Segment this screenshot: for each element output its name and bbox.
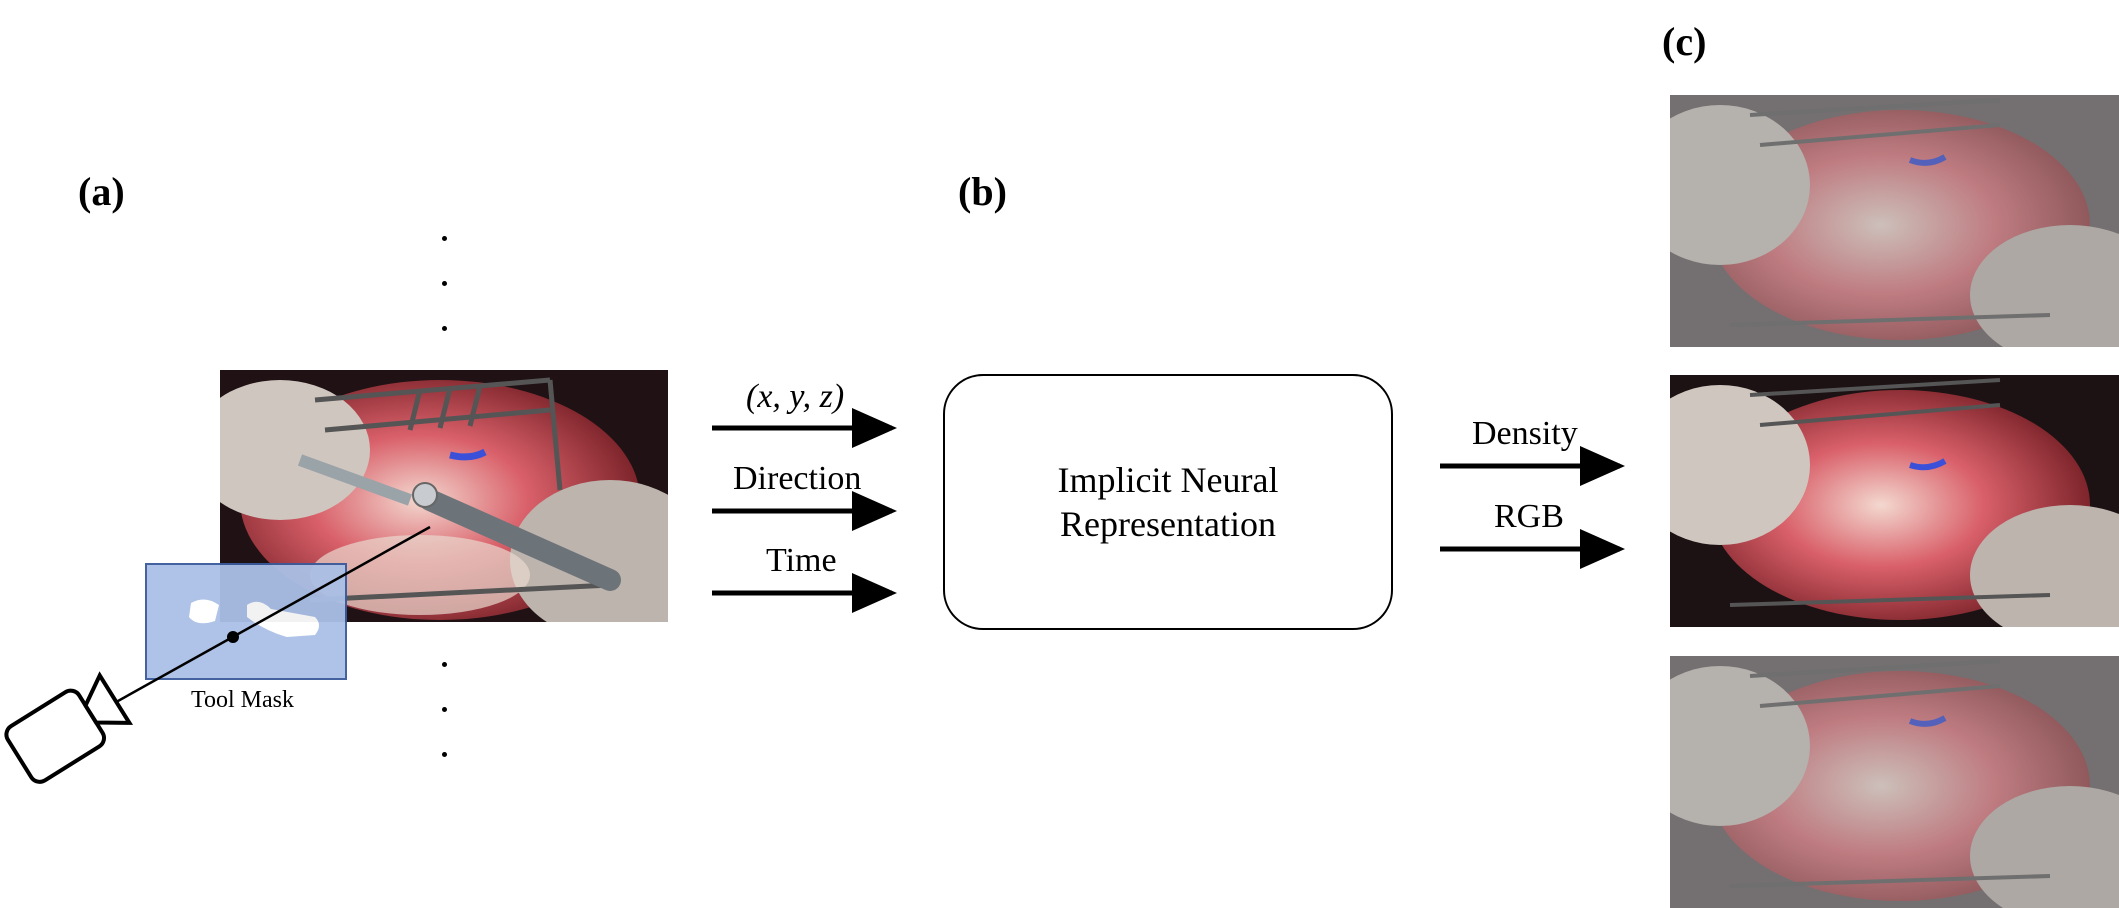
rendered-frame-2 <box>1670 375 2119 627</box>
implicit-neural-representation-box: Implicit Neural Representation <box>943 374 1393 630</box>
panel-label-b: (b) <box>958 169 1007 214</box>
label-xyz: (x, y, z) <box>746 378 845 415</box>
panel-label-c: (c) <box>1662 19 1707 64</box>
rendered-frame-3 <box>1670 656 2119 908</box>
camera-icon <box>4 671 134 784</box>
label-density: Density <box>1472 415 1578 452</box>
label-rgb: RGB <box>1494 498 1564 535</box>
label-time: Time <box>766 542 837 579</box>
tool-mask <box>145 563 347 680</box>
panel-label-a: (a) <box>78 169 125 214</box>
label-direction: Direction <box>733 460 862 497</box>
inr-label-line1: Implicit Neural <box>1057 460 1279 500</box>
tool-mask-label: Tool Mask <box>191 687 294 713</box>
inr-label-line2: Representation <box>1060 504 1276 544</box>
rendered-frame-1 <box>1670 95 2119 347</box>
